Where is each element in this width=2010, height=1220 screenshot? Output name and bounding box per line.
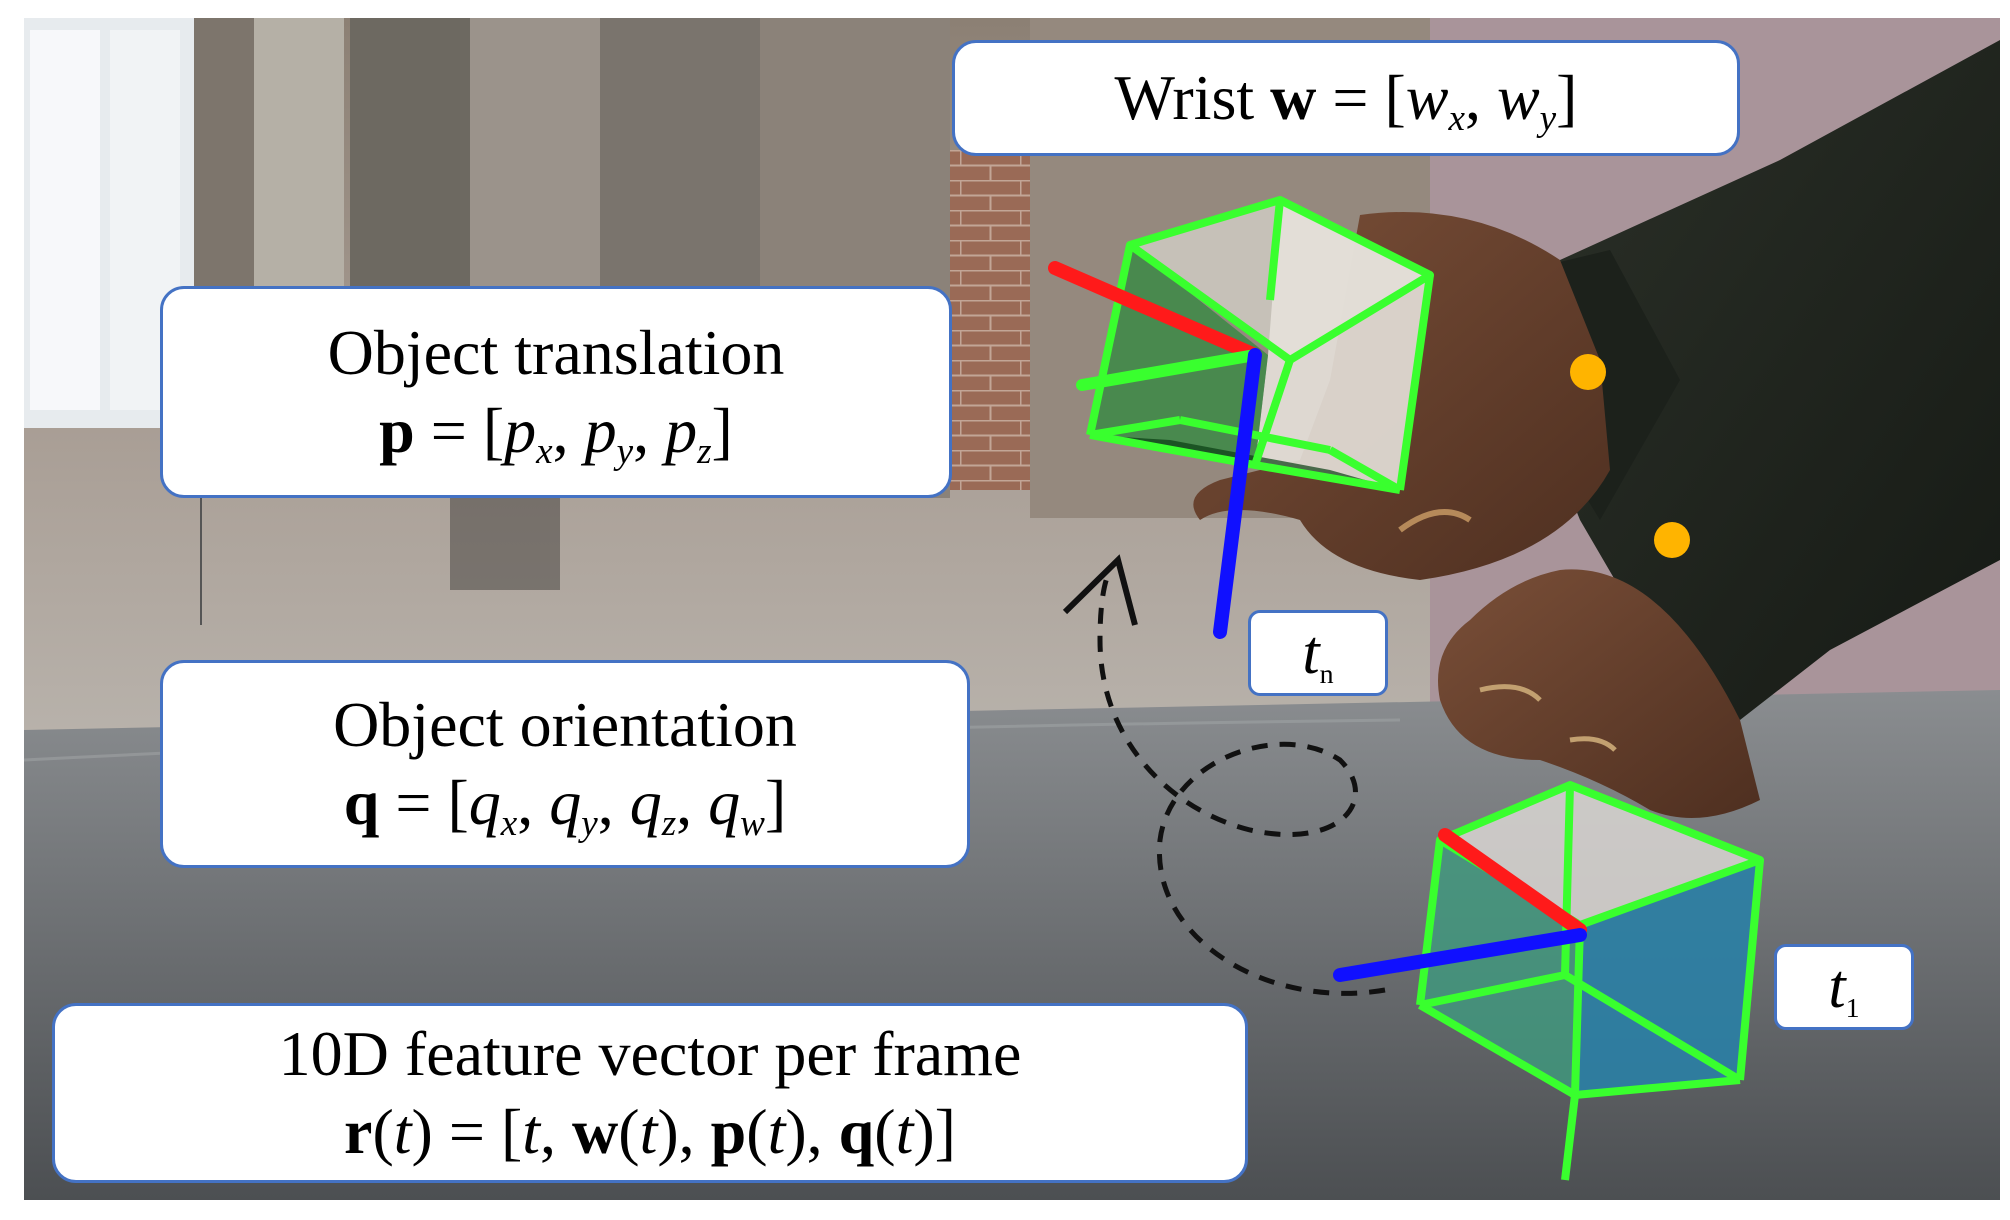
wrist-formula: Wrist w = [wx, wy] — [1114, 62, 1578, 140]
feature-title: 10D feature vector per frame — [278, 1018, 1022, 1089]
wrist-marker-lower — [1654, 522, 1690, 558]
axis-x-upper — [1048, 261, 1262, 362]
orientation-formula: q = [qx, qy, qz, qw] — [343, 767, 787, 845]
orientation-title: Object orientation — [333, 689, 797, 760]
feature-formula: r(t) = [t, w(t), p(t), q(t)] — [344, 1096, 956, 1167]
axis-z-upper — [1213, 348, 1262, 639]
cube-lower — [1333, 781, 1764, 1181]
hand-lower — [1438, 569, 1760, 818]
translation-formula: p = [px, py, pz] — [379, 395, 733, 473]
time-label-tn: tn — [1248, 610, 1388, 696]
wrist-label-box: Wrist w = [wx, wy] — [952, 40, 1740, 156]
axis-z-lower — [1333, 928, 1587, 982]
orientation-label-box: Object orientation q = [qx, qy, qz, qw] — [160, 660, 970, 868]
axis-y-upper — [1076, 349, 1261, 391]
axis-x-lower — [1438, 828, 1587, 937]
trajectory-arrow — [1062, 554, 1386, 996]
time-label-t1: t1 — [1774, 944, 1914, 1030]
translation-label-box: Object translation p = [px, py, pz] — [160, 286, 952, 498]
wrist-marker-upper — [1570, 354, 1606, 390]
translation-title: Object translation — [327, 317, 785, 388]
feature-vector-label-box: 10D feature vector per frame r(t) = [t, … — [52, 1003, 1248, 1183]
cube-upper — [1048, 196, 1434, 639]
